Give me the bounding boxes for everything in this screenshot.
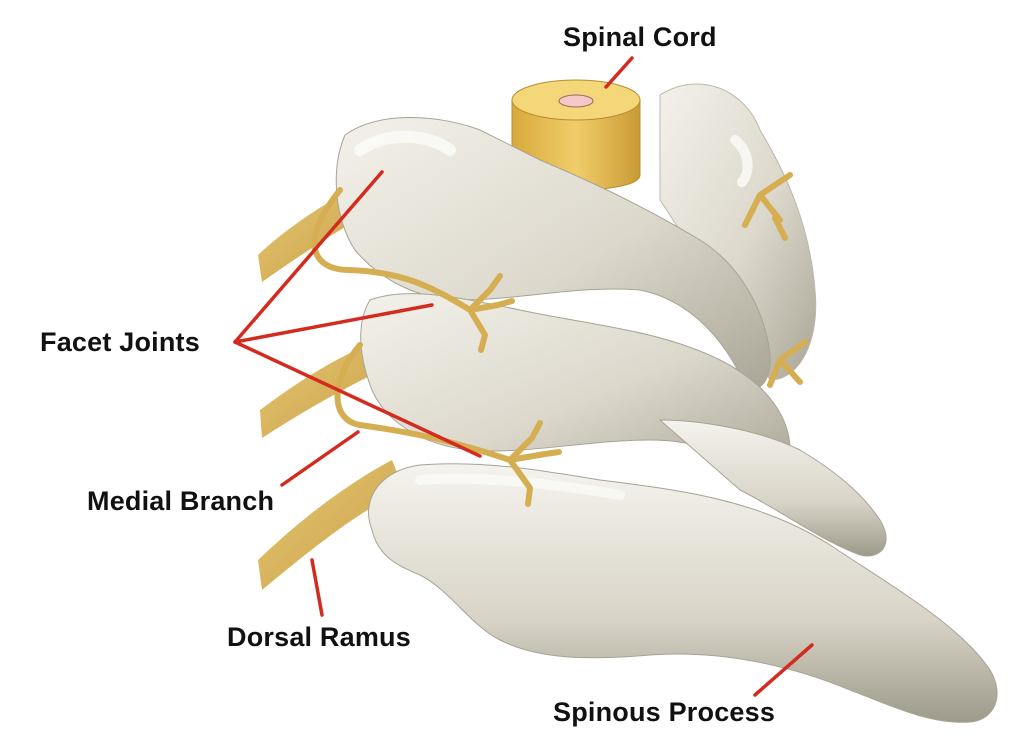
label-spinous-process: Spinous Process [553,697,776,727]
label-facet-joints: Facet Joints [40,327,200,357]
bottom-vertebra [368,463,998,723]
medial-branch-nerves [311,172,808,507]
pointer-spinal-cord [604,56,634,89]
pointer-dorsal-ramus [310,558,324,617]
label-dorsal-ramus: Dorsal Ramus [227,622,411,652]
pointer-facet-joint-3 [233,340,482,458]
label-spinal-cord: Spinal Cord [563,22,717,52]
pointer-facet-joint-1 [233,170,384,344]
pointer-medial-branch [280,430,360,487]
middle-vertebra [360,293,887,557]
pointer-facet-joint-2 [233,303,434,344]
pointer-lines [233,56,814,697]
label-medial-branch: Medial Branch [87,486,275,516]
spinal-cord [511,79,641,191]
pointer-spinous-process [753,643,814,697]
